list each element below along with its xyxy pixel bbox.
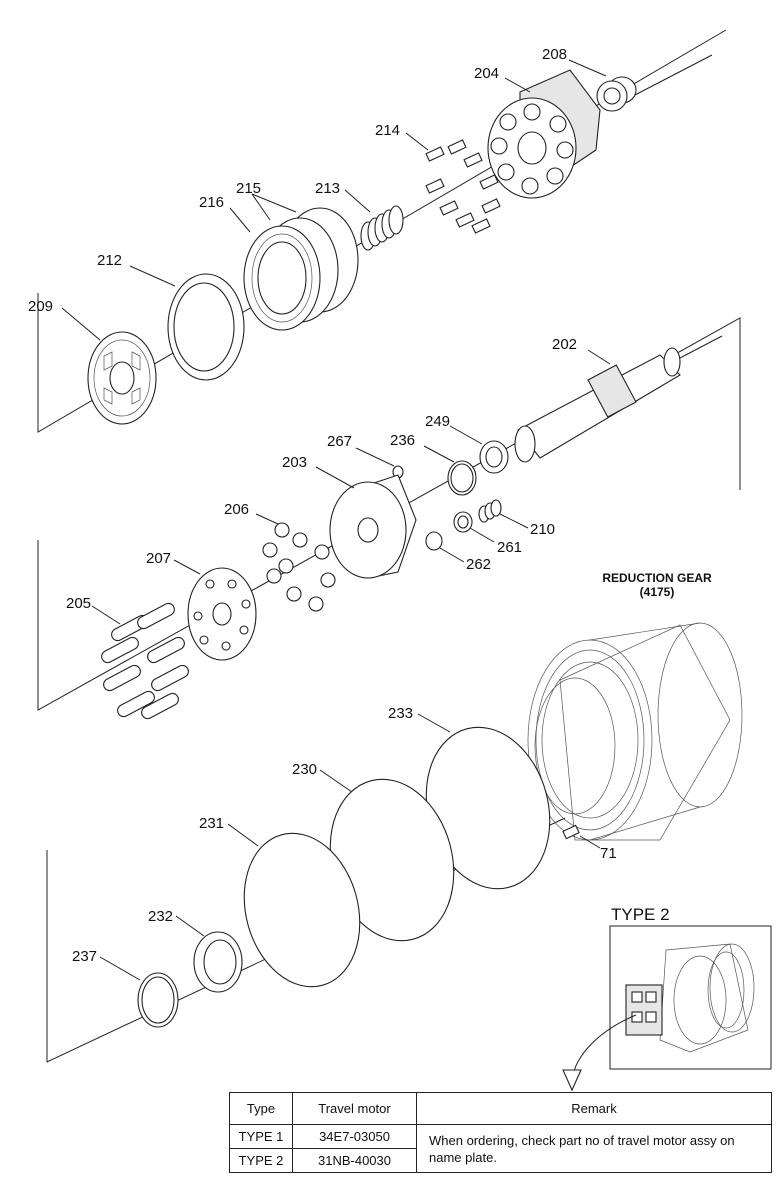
header-type: Type [229, 1092, 293, 1125]
part-232-seal [193, 931, 243, 993]
part-210-spring [478, 499, 502, 523]
row2-motor: 31NB-40030 [292, 1148, 417, 1173]
part-215-216-brake-discs [243, 207, 359, 331]
label-210: 210 [530, 521, 555, 538]
row2-type: TYPE 2 [229, 1148, 293, 1173]
part-205-pistons [101, 602, 189, 720]
header-remark: Remark [416, 1092, 772, 1125]
row1-type: TYPE 1 [229, 1124, 293, 1149]
type2-motor-illustration [625, 943, 755, 1053]
reduction-gear-code: (4175) [640, 585, 675, 599]
label-216: 216 [199, 194, 224, 211]
type2-arrow [562, 1014, 637, 1092]
type2-box [609, 925, 772, 1070]
travel-motor-table: Type Travel motor Remark TYPE 1 34E7-030… [229, 1092, 772, 1173]
part-236-snap-ring [447, 460, 477, 496]
part-237-snap-ring [137, 972, 179, 1028]
label-232: 232 [148, 908, 173, 925]
label-261: 261 [497, 539, 522, 556]
part-231-oring [243, 832, 361, 988]
label-215: 215 [236, 180, 261, 197]
part-262-ball [425, 531, 443, 551]
part-249-bearing [479, 440, 509, 474]
table-header-row: Type Travel motor Remark [229, 1092, 772, 1125]
label-262: 262 [466, 556, 491, 573]
reduction-gear-housing [527, 622, 743, 841]
reduction-gear-title: REDUCTION GEAR [602, 571, 712, 585]
part-207-retainer-plate [187, 567, 257, 661]
part-203-holder [329, 474, 417, 579]
part-labels: 208 204 214 213 215 216 212 209 202 249 … [28, 46, 617, 965]
part-209-valve-plate [87, 331, 157, 425]
part-208-ring [596, 76, 637, 112]
label-71: 71 [600, 845, 617, 862]
table-row: TYPE 2 31NB-40030 [229, 1148, 772, 1173]
label-233: 233 [388, 705, 413, 722]
table-row: TYPE 1 34E7-03050 When ordering, check p… [229, 1124, 772, 1173]
label-236: 236 [390, 432, 415, 449]
part-212-ring [167, 273, 245, 381]
label-206: 206 [224, 501, 249, 518]
label-230: 230 [292, 761, 317, 778]
part-202-shaft [514, 335, 723, 463]
header-travel-motor: Travel motor [292, 1092, 417, 1125]
label-202: 202 [552, 336, 577, 353]
label-205: 205 [66, 595, 91, 612]
part-204-cylinder-block [487, 69, 601, 199]
part-261-collar [453, 511, 473, 533]
row1-motor: 34E7-03050 [292, 1124, 417, 1149]
label-213: 213 [315, 180, 340, 197]
label-249: 249 [425, 413, 450, 430]
remark-cell: When ordering, check part no of travel m… [416, 1124, 772, 1173]
label-208: 208 [542, 46, 567, 63]
part-71-plug [562, 824, 580, 840]
part-206-shoes [262, 522, 336, 612]
label-267: 267 [327, 433, 352, 450]
part-213-spring [360, 205, 404, 251]
label-214: 214 [375, 122, 400, 139]
label-237: 237 [72, 948, 97, 965]
leader-lines [61, 59, 611, 981]
label-231: 231 [199, 815, 224, 832]
label-207: 207 [146, 550, 171, 567]
label-203: 203 [282, 454, 307, 471]
label-212: 212 [97, 252, 122, 269]
label-209: 209 [28, 298, 53, 315]
part-214-springs [425, 139, 501, 234]
type2-title: TYPE 2 [611, 905, 670, 924]
label-204: 204 [474, 65, 499, 82]
